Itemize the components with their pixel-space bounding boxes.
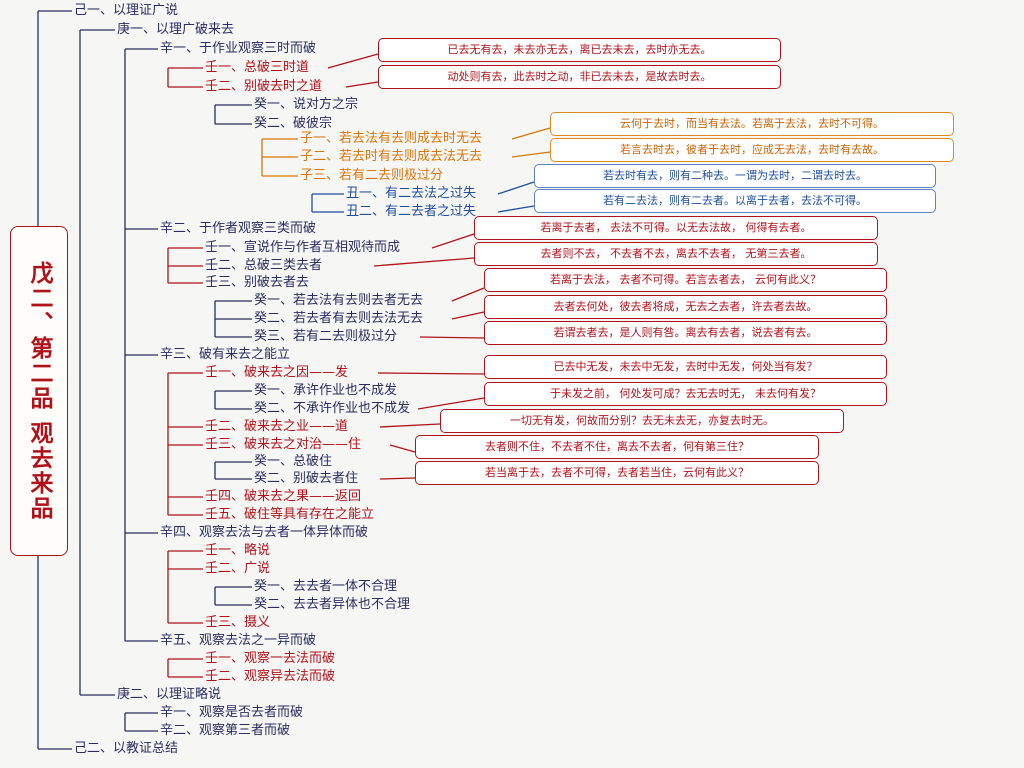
verse-note: 于未发之前， 何处发可成？去无去时无， 未去何有发？ [484,382,887,406]
outline-node: 壬三、破来去之对治——住 [205,437,362,452]
pointer-line [389,444,416,453]
outline-node: 壬一、破来去之因——发 [205,365,349,380]
outline-node: 壬二、别破去时之道 [205,79,323,94]
verse-note: 去者则不去， 不去者不去，离去不去者， 无第三去者。 [474,242,878,266]
outline-node: 癸二、若去者有去则去法无去 [254,311,424,326]
verse-note: 云何于去时，而当有去法。若离于去法，去时不可得。 [550,112,954,136]
pointer-line [497,205,535,213]
outline-node: 辛二、于作者观察三类而破 [160,221,317,236]
verse-note: 一切无有发，何故而分别？去无未去无，亦复去时无。 [440,409,844,433]
outline-node: 壬一、略说 [205,543,271,558]
chapter-title: 戊二、第二品 观去来品 [26,260,52,521]
verse-note: 若离于去法， 去者不可得。若言去者去， 云何有此义？ [484,268,887,292]
pointer-line [417,397,485,410]
verse-note: 动处则有去，此去时之动，非已去未去，是故去时去。 [378,65,781,89]
pointer-line [451,311,485,320]
outline-node: 壬一、总破三时道 [205,60,310,75]
outline-node: 子一、若去法有去则成去时无去 [300,131,483,146]
pointer-line [327,53,379,69]
outline-node: 壬三、摄义 [205,615,271,630]
outline-node: 癸二、破彼宗 [254,116,333,131]
outline-node: 癸一、承许作业也不成发 [254,383,398,398]
outline-node: 癸一、说对方之宗 [254,97,359,112]
outline-node: 癸一、去去者一体不合理 [254,579,398,594]
chapter-title-box: 戊二、第二品 观去来品 [10,226,68,556]
outline-node: 己二、以教证总结 [74,741,179,756]
outline-node: 癸二、不承许作业也不成发 [254,401,411,416]
outline-node: 子二、若去时有去则成去法无去 [300,149,483,164]
verse-note: 若言去时去，彼者于去时，应成无去法，去时有去故。 [550,138,954,162]
verse-note: 若有二去法，则有二去者。以离于去者，去法不可得。 [534,189,936,213]
pointer-line [511,127,551,140]
outline-node: 辛四、观察去法与去者一体异体而破 [160,525,369,540]
pointer-line [377,372,485,375]
verse-note: 若去时有去，则有二种去。一谓为去时，二谓去时去。 [534,164,936,188]
outline-node: 辛一、观察是否去者而破 [160,705,304,720]
outline-node: 辛三、破有来去之能立 [160,347,291,362]
pointer-line [379,477,416,480]
pointer-line [345,81,379,88]
pointer-line [373,257,475,267]
outline-node: 癸一、若去法有去则去者无去 [254,293,424,308]
pointer-line [379,423,441,428]
pointer-line [511,151,551,158]
outline-node: 癸三、若有二去则极过分 [254,329,398,344]
pointer-line [419,336,485,339]
outline-node: 壬五、破住等具有存在之能立 [205,507,375,522]
verse-note: 去者则不住，不去者不住，离去不去者，何有第三住？ [415,435,819,459]
outline-node: 癸二、别破去者住 [254,471,359,486]
verse-note: 若离于去者， 去法不可得。以无去法故， 何得有去者。 [474,216,878,240]
outline-node: 壬四、破来去之果——返回 [205,489,362,504]
verse-note: 已去中无发，未去中无发，去时中无发，何处当有发？ [484,355,887,379]
outline-node: 壬三、别破去者去 [205,275,310,290]
outline-node: 辛二、观察第三者而破 [160,723,291,738]
verse-note: 已去无有去，未去亦无去，离已去未去，去时亦无去。 [378,38,781,62]
outline-node: 癸一、总破住 [254,454,333,469]
outline-node: 壬一、观察一去法而破 [205,651,336,666]
pointer-line [431,233,475,249]
outline-node: 壬二、破来去之业——道 [205,419,349,434]
verse-note: 若谓去者去，是人则有咎。离去有去者，说去者有去。 [484,321,887,345]
outline-node: 壬二、总破三类去者 [205,258,323,273]
outline-node: 丑二、有二去者之过失 [346,204,477,219]
outline-node: 庚二、以理证略说 [117,687,222,702]
outline-node: 辛一、于作业观察三时而破 [160,41,317,56]
verse-note: 若当离于去，去者不可得，去者若当住，云何有此义？ [415,461,819,485]
outline-node: 癸二、去去者异体也不合理 [254,597,411,612]
outline-node: 己一、以理证广说 [74,3,179,18]
pointer-line [451,287,485,302]
outline-node: 辛五、观察去法之一异而破 [160,633,317,648]
outline-node: 壬一、宣说作与作者互相观待而成 [205,240,401,255]
outline-node: 壬二、观察异去法而破 [205,669,336,684]
outline-node: 庚一、以理广破来去 [117,22,235,37]
pointer-line [497,181,535,195]
verse-note: 去者去何处，彼去者将成，无去之去者，许去者去故。 [484,295,887,319]
outline-node: 子三、若有二去则极过分 [300,168,444,183]
outline-node: 壬二、广说 [205,561,271,576]
outline-node: 丑一、有二去法之过失 [346,186,477,201]
